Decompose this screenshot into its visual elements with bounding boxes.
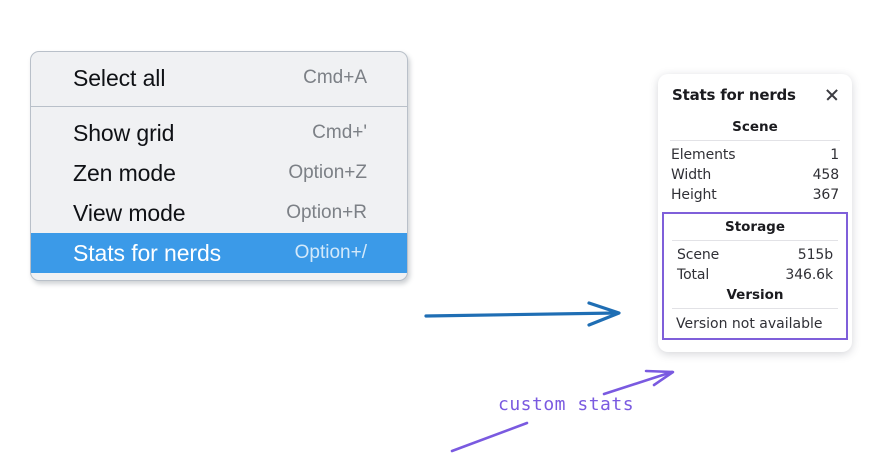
section-heading-scene: Scene [732, 119, 778, 135]
section-divider [672, 308, 838, 309]
menu-item-label: Select all [73, 64, 166, 91]
menu-item-show-grid[interactable]: Show grid Cmd+' [31, 113, 407, 153]
menu-item-label: Stats for nerds [73, 239, 222, 266]
menu-item-shortcut: Cmd+A [303, 67, 367, 88]
section-divider [672, 240, 838, 241]
stat-row: Height 367 [658, 185, 852, 205]
stat-key: Width [671, 167, 712, 183]
version-value: Version not available [676, 316, 823, 332]
stat-row: Elements 1 [658, 145, 852, 165]
section-heading-storage: Storage [724, 219, 786, 235]
purple-underline-stroke [450, 421, 529, 453]
stats-for-nerds-panel: Stats for nerds Scene Elements 1 Width 4… [658, 74, 852, 352]
stat-value: 1 [830, 147, 839, 163]
scene-section: Scene Elements 1 Width 458 Height 367 [658, 117, 852, 205]
annotation-label-custom-stats: custom stats [498, 394, 635, 415]
stat-key: Elements [671, 147, 736, 163]
panel-header: Stats for nerds [658, 86, 852, 104]
menu-item-label: Zen mode [73, 159, 176, 186]
menu-item-stats-for-nerds[interactable]: Stats for nerds Option+/ [31, 233, 407, 273]
stat-key: Height [671, 187, 717, 203]
stat-key: Total [677, 267, 710, 283]
menu-divider [31, 106, 407, 107]
panel-title: Stats for nerds [672, 86, 796, 104]
stat-value: 515b [797, 247, 833, 263]
menu-group-1: Select all Cmd+A [31, 52, 407, 106]
menu-group-2: Show grid Cmd+' Zen mode Option+Z View m… [31, 107, 407, 280]
menu-item-shortcut: Option+Z [288, 162, 367, 183]
stat-row: Total 346.6k [664, 265, 846, 285]
section-heading-version: Version [726, 287, 784, 303]
storage-section: Storage Scene 515b Total 346.6k [664, 217, 846, 285]
purple-arrow [602, 369, 675, 396]
blue-arrow [424, 301, 621, 327]
section-divider [670, 140, 840, 141]
stat-value: 367 [812, 187, 840, 203]
stat-value: 458 [812, 167, 840, 183]
menu-item-shortcut: Option+R [286, 202, 367, 223]
stat-row: Width 458 [658, 165, 852, 185]
close-icon[interactable] [824, 87, 840, 103]
menu-item-view-mode[interactable]: View mode Option+R [31, 193, 407, 233]
menu-item-select-all[interactable]: Select all Cmd+A [31, 58, 407, 98]
menu-item-shortcut: Option+/ [294, 242, 367, 263]
menu-item-shortcut: Cmd+' [312, 122, 367, 143]
stat-key: Scene [677, 247, 720, 263]
menu-item-label: View mode [73, 199, 186, 226]
menu-item-label: Show grid [73, 119, 175, 146]
version-section: Version Version not available [664, 285, 846, 334]
stat-row: Scene 515b [664, 245, 846, 265]
context-menu[interactable]: Select all Cmd+A Show grid Cmd+' Zen mod… [30, 51, 408, 281]
custom-stats-highlight-box: Storage Scene 515b Total 346.6k Version … [662, 212, 848, 340]
stat-value: 346.6k [785, 267, 833, 283]
menu-item-zen-mode[interactable]: Zen mode Option+Z [31, 153, 407, 193]
